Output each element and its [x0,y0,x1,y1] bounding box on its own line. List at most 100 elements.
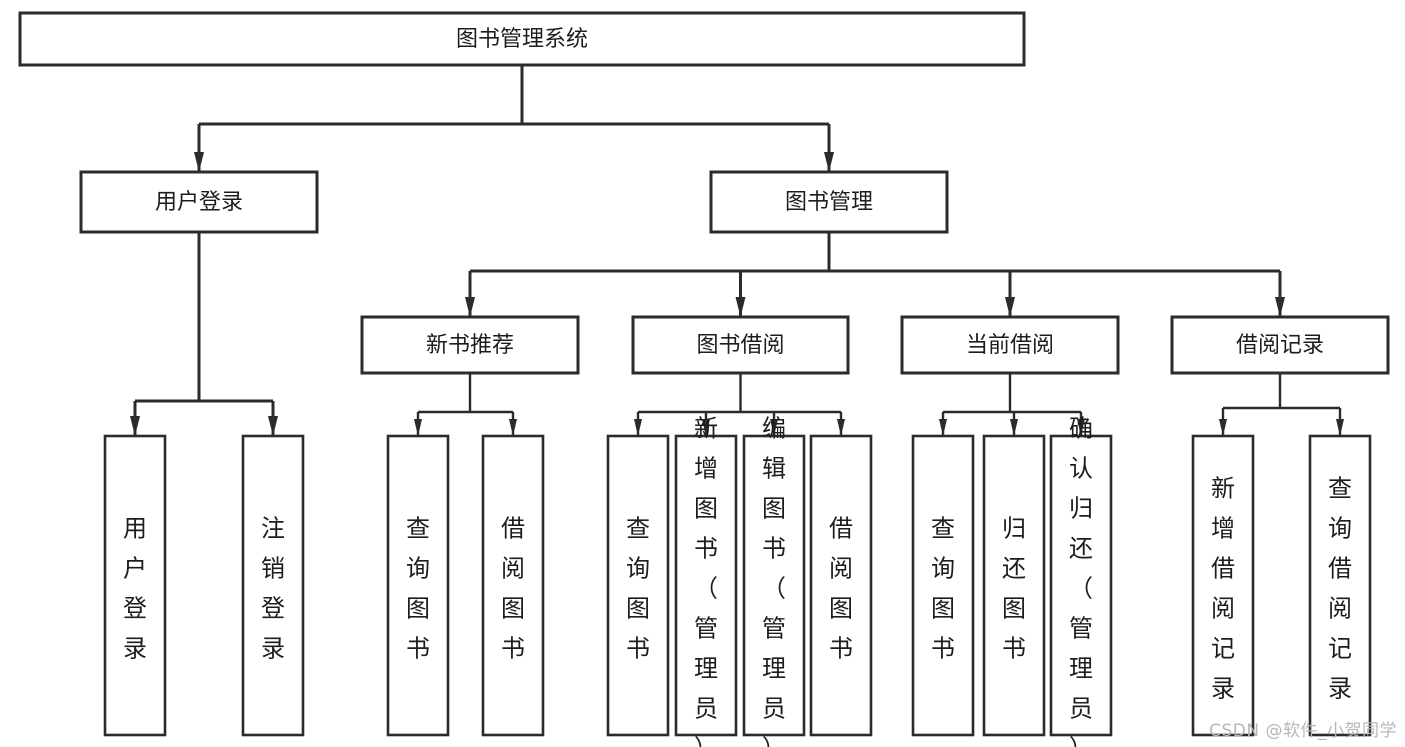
arrow-head [465,297,475,317]
node-rect [911,434,975,737]
node-label: 当前借阅 [966,333,1054,358]
node-label-char: 编 [762,415,786,443]
node-label-char: 理 [694,655,718,683]
arrow-head [1336,419,1344,436]
node-label-char: 新 [694,415,718,443]
node-label-char: 询 [626,555,650,583]
node-label-char: 书 [1002,635,1026,663]
node-rect [606,434,670,737]
node-label-char: 登 [123,595,147,623]
node-label-char: ） [762,735,786,747]
node-label-char: 图 [762,495,786,523]
node-label-char: 还 [1002,555,1026,583]
node-label-char: 新 [1211,475,1235,503]
node-label-char: 增 [694,455,718,483]
node-rect [18,11,1026,67]
node-label-char: 阅 [501,555,525,583]
node-label-char: 记 [1328,635,1352,663]
node-book-borrow[interactable]: 图书借阅 [631,315,850,375]
node-rect [1170,315,1390,375]
node-label-char: ） [1069,735,1093,747]
node-label-char: 图 [694,495,718,523]
node-label-char: 询 [931,555,955,583]
node-label-char: 注 [261,515,285,543]
node-root[interactable]: 图书管理系统 [18,11,1026,67]
node-label-char: 书 [931,635,955,663]
arrow-head [770,419,778,436]
node-label-char: 图 [829,595,853,623]
node-label-char: ） [694,735,718,747]
node-rect [631,315,850,375]
node-label-char: 管 [1069,615,1093,643]
node-label-char: 归 [1002,515,1026,543]
node-label-char: 借 [1328,555,1352,583]
node-label-char: 理 [1069,655,1093,683]
node-label-char: 管 [762,615,786,643]
node-label-char: 书 [626,635,650,663]
node-label: 用户登录 [155,190,243,215]
node-label-char: （ [762,575,786,603]
node-borrow-record[interactable]: 借阅记录 [1170,315,1390,375]
arrow-head [194,152,204,172]
node-leaf-user-login[interactable]: 用户登录 [103,434,167,737]
node-label-char: 书 [829,635,853,663]
node-label-char: 增 [1211,515,1235,543]
arrow-head [1077,419,1085,436]
node-new-book-rec[interactable]: 新书推荐 [360,315,580,375]
node-label-char: 员 [1069,695,1093,723]
node-rect [742,434,806,737]
node-label-char: 图 [501,595,525,623]
node-rect [982,434,1046,737]
node-label: 图书管理系统 [456,27,588,52]
node-label-char: 录 [1211,675,1235,703]
arrow-head [1005,297,1015,317]
node-rect [360,315,580,375]
node-label-char: 阅 [829,555,853,583]
node-rect [103,434,167,737]
node-label-char: 查 [1328,475,1352,503]
node-label-char: 员 [762,695,786,723]
node-book-manage[interactable]: 图书管理 [709,170,949,234]
arrow-head [414,419,422,436]
arrow-head [1275,297,1285,317]
node-current-borrow[interactable]: 当前借阅 [900,315,1120,375]
node-rect [709,170,949,234]
arrow-head [824,152,834,172]
node-label-char: 录 [123,635,147,663]
node-label-char: 确 [1069,415,1093,443]
node-label-char: 询 [1328,515,1352,543]
node-label-char: 查 [931,515,955,543]
arrow-head [130,416,140,436]
node-rect [900,315,1120,375]
node-label-char: 认 [1069,455,1093,483]
node-label: 图书借阅 [696,333,784,358]
node-rect [809,434,873,737]
node-label-char: 阅 [1211,595,1235,623]
node-rect [386,434,450,737]
node-label-char: 书 [694,535,718,563]
node-label-char: 录 [261,635,285,663]
node-label-char: 登 [261,595,285,623]
node-label-char: 阅 [1328,595,1352,623]
node-user-login[interactable]: 用户登录 [79,170,319,234]
node-label-char: 销 [261,555,285,583]
arrow-head [702,419,710,436]
arrow-head [509,419,517,436]
node-label-char: 图 [1002,595,1026,623]
node-label-char: 归 [1069,495,1093,523]
node-label-char: 图 [406,595,430,623]
node-label-char: 管 [694,615,718,643]
